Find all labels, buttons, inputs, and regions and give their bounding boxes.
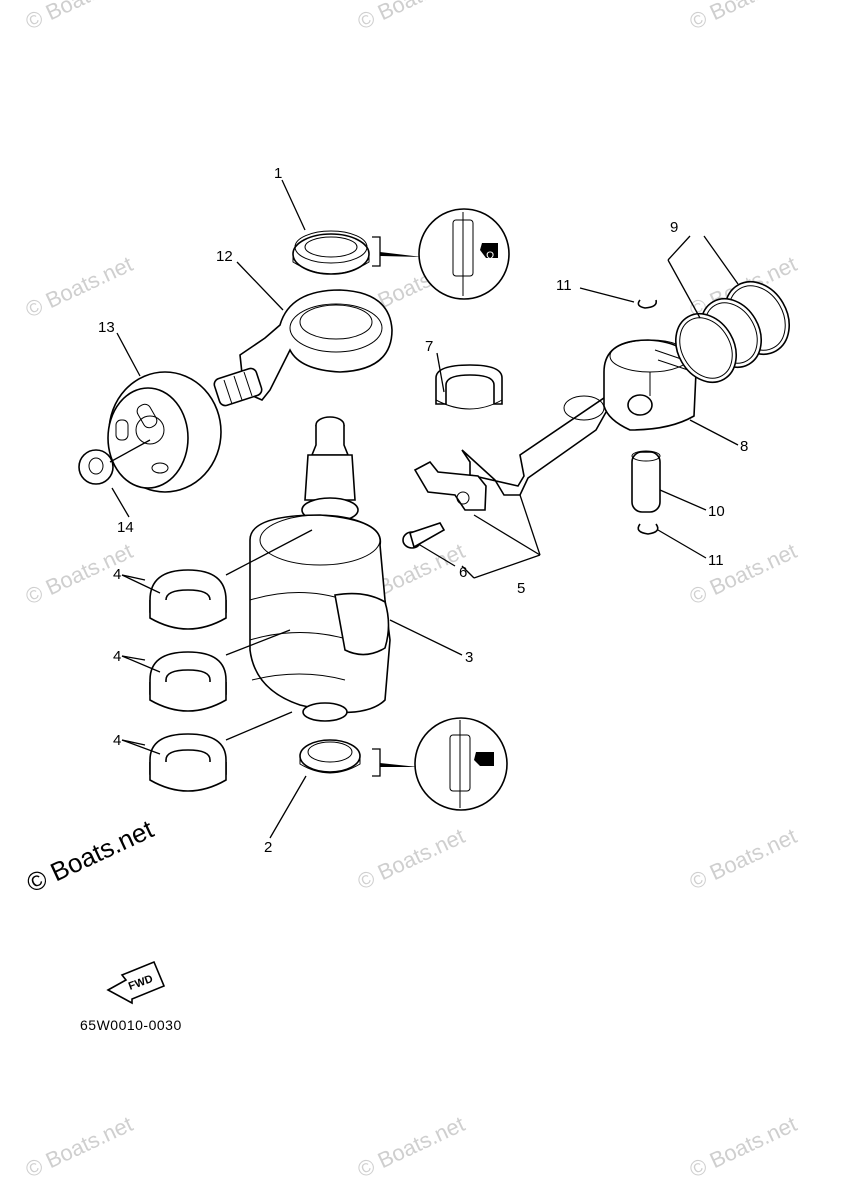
conrod-bolt xyxy=(402,522,446,549)
callouts: 1 12 13 14 7 11 9 8 10 11 6 5 3 4 4 4 2 xyxy=(98,165,748,856)
watermark: © Boats.net xyxy=(686,538,801,609)
watermark: © Boats.net xyxy=(354,1111,469,1182)
watermark: © Boats.net xyxy=(686,823,801,894)
piston-pin xyxy=(631,450,661,513)
main-bearing-2 xyxy=(149,651,227,712)
callout-14: 14 xyxy=(117,519,134,536)
fwd-arrow-icon: FWD xyxy=(106,960,166,1005)
callout-5: 5 xyxy=(517,580,525,597)
main-bearing-3 xyxy=(149,733,227,792)
main-watermark: © Boats.net xyxy=(22,813,159,898)
watermark: © Boats.net xyxy=(22,251,137,322)
callout-11-top: 11 xyxy=(556,277,572,294)
detail-circle-top: Ω xyxy=(418,208,510,300)
detail-circle-bottom xyxy=(414,717,508,811)
callout-7: 7 xyxy=(425,338,433,355)
watermark: © Boats.net xyxy=(354,823,469,894)
callout-3: 3 xyxy=(465,649,473,666)
watermark: © Boats.net xyxy=(354,0,469,35)
oil-seal-top xyxy=(292,230,370,275)
oil-seal-bottom xyxy=(299,739,361,774)
callout-8: 8 xyxy=(740,438,748,455)
watermark-layer: © Boats.net © Boats.net © Boats.net © Bo… xyxy=(22,0,801,1183)
callout-11-bottom: 11 xyxy=(708,552,724,569)
callout-4b: 4 xyxy=(113,648,121,665)
callout-9: 9 xyxy=(670,219,678,236)
callout-2: 2 xyxy=(264,839,272,856)
callout-1: 1 xyxy=(274,165,282,182)
callout-13: 13 xyxy=(98,319,115,336)
callout-12: 12 xyxy=(216,248,233,265)
pulley xyxy=(107,371,222,493)
watermark: © Boats.net xyxy=(686,1111,801,1182)
conrod-bearing xyxy=(435,364,503,410)
callout-4a: 4 xyxy=(113,566,121,583)
piston xyxy=(603,339,697,431)
callout-10: 10 xyxy=(708,503,725,520)
leader-lines xyxy=(111,179,739,839)
watermark: © Boats.net xyxy=(686,0,801,35)
clip-top xyxy=(637,299,658,309)
callout-6: 6 xyxy=(459,564,467,581)
main-bearing-1 xyxy=(149,569,227,630)
svg-text:Ω: Ω xyxy=(486,250,494,262)
nut xyxy=(78,449,114,485)
diagram-code: 65W0010-0030 xyxy=(80,1017,182,1033)
crankshaft xyxy=(249,416,391,722)
watermark: © Boats.net xyxy=(22,0,137,35)
callout-4c: 4 xyxy=(113,732,121,749)
seal-housing xyxy=(213,289,393,407)
connecting-rod xyxy=(413,395,611,511)
clip-bottom xyxy=(637,523,659,535)
piston-rings xyxy=(675,281,790,383)
watermark: © Boats.net xyxy=(22,1111,137,1182)
